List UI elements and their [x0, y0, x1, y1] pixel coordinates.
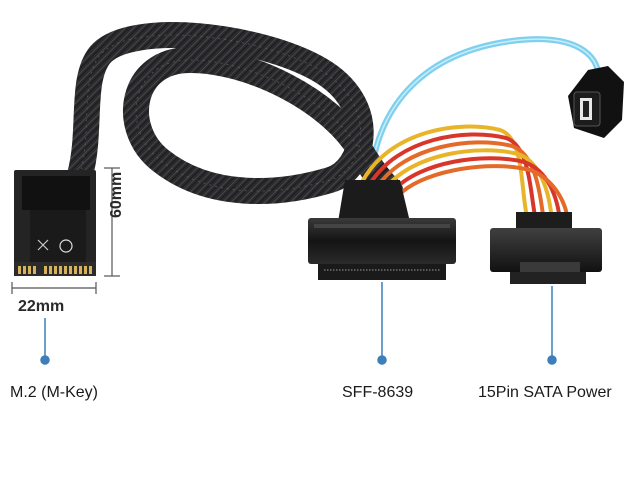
sata-data-connector: [568, 66, 624, 138]
sata-power-connector: [490, 212, 602, 284]
m2-label: M.2 (M-Key): [10, 384, 98, 401]
braided-cable: [67, 22, 403, 205]
sff-8639-connector: [308, 180, 456, 280]
sff-callout-dot: [377, 355, 387, 365]
sata-callout-dot: [547, 355, 557, 365]
width-dimension-line: [11, 282, 97, 294]
m2-adapter-board: [14, 170, 96, 276]
m2-callout-dot: [40, 355, 50, 365]
height-dimension-label: 60mm: [108, 171, 125, 218]
height-dimension-line: [104, 167, 120, 277]
sata-power-label: 15Pin SATA Power: [478, 384, 612, 401]
power-wires: [360, 124, 570, 224]
sff-8639-label: SFF-8639: [342, 384, 414, 401]
width-dimension-label: 22mm: [18, 298, 65, 315]
